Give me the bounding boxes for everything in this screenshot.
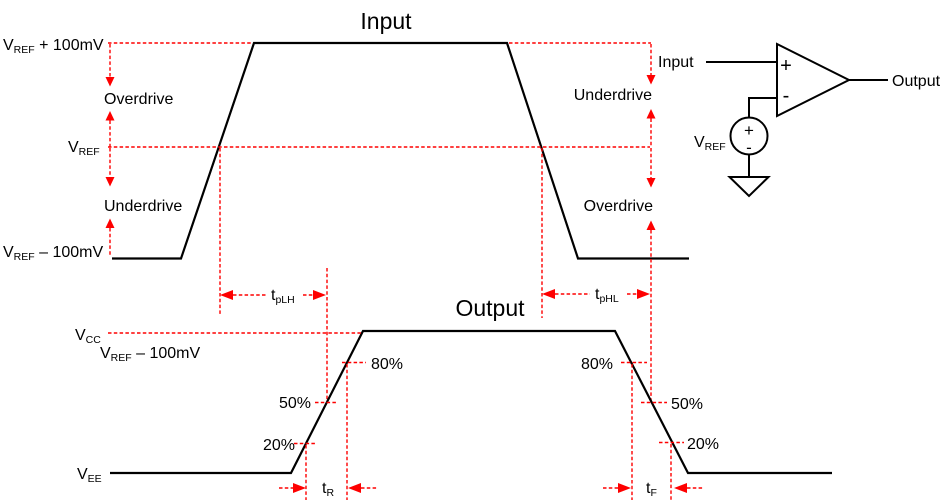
noninverting-input-plus-sign: + [780, 55, 792, 77]
comparator-circuit: Input + - Output VREF + - [658, 42, 941, 198]
source-minus-sign: - [746, 138, 752, 157]
output-title: Output [455, 295, 525, 321]
fall-80pct-label: 80% [581, 356, 613, 373]
comparator-triangle-icon [776, 42, 852, 118]
ground-symbol-icon [727, 176, 771, 198]
vcc-label: VCC [75, 327, 101, 346]
right-arrow-icon [293, 483, 306, 493]
up-arrow-icon [105, 111, 115, 121]
underdrive-right-label: Underdrive [574, 87, 652, 104]
left-arrow-icon [674, 483, 687, 493]
up-arrow-icon [105, 218, 115, 228]
tplh-label: tpLH [271, 287, 295, 306]
down-arrow-icon [646, 178, 656, 188]
vref-plus-100mv-label: VREF + 100mV [3, 37, 104, 56]
vref-label: VREF [68, 139, 100, 158]
left-arrow-icon [348, 483, 361, 493]
left-drive-arrow-column: Overdrive Underdrive [104, 44, 182, 257]
inverting-input-wire [748, 97, 777, 118]
right-arrow-icon [637, 289, 650, 299]
input-waveform-section: Input VREF + 100mV VREF VREF – 100mV Ove… [3, 8, 689, 402]
input-title: Input [360, 8, 412, 34]
overdrive-left-label: Overdrive [104, 91, 173, 108]
propagation-delay-annotations: tpLH tpHL [220, 286, 650, 306]
tr-label: tR [322, 480, 334, 499]
down-arrow-icon [105, 77, 115, 87]
left-arrow-icon [220, 290, 233, 300]
right-arrow-icon [618, 483, 631, 493]
underdrive-left-label: Underdrive [104, 198, 182, 215]
down-arrow-icon [646, 75, 656, 85]
fall-20pct-label: 20% [687, 436, 719, 453]
right-arrow-icon [313, 290, 326, 300]
tphl-label: tpHL [595, 286, 619, 305]
up-arrow-icon [646, 220, 656, 230]
right-drive-arrow-column: Underdrive Overdrive [574, 44, 656, 402]
tf-label: tF [646, 480, 657, 499]
left-arrow-icon [542, 289, 555, 299]
circuit-vref-label: VREF [694, 134, 726, 153]
circuit-output-label: Output [892, 73, 941, 90]
vref-minus-100mv-output-label: VREF – 100mV [100, 345, 200, 364]
vref-minus-100mv-label: VREF – 100mV [3, 244, 103, 263]
circuit-input-label: Input [658, 54, 694, 71]
rise-80pct-label: 80% [371, 356, 403, 373]
rise-50pct-label: 50% [279, 395, 311, 412]
rise-20pct-label: 20% [263, 437, 295, 454]
down-arrow-icon [105, 177, 115, 187]
inverting-input-minus-sign: - [783, 85, 790, 107]
overdrive-right-label: Overdrive [584, 198, 653, 215]
source-plus-sign: + [744, 121, 754, 140]
output-waveform-section: Output VCC VREF – 100mV VEE 80% 50% 20% … [75, 295, 832, 500]
up-arrow-icon [646, 109, 656, 119]
vee-label: VEE [77, 466, 102, 485]
output-waveform-trace [110, 329, 832, 475]
input-waveform-trace [112, 41, 689, 260]
fall-50pct-label: 50% [671, 396, 703, 413]
